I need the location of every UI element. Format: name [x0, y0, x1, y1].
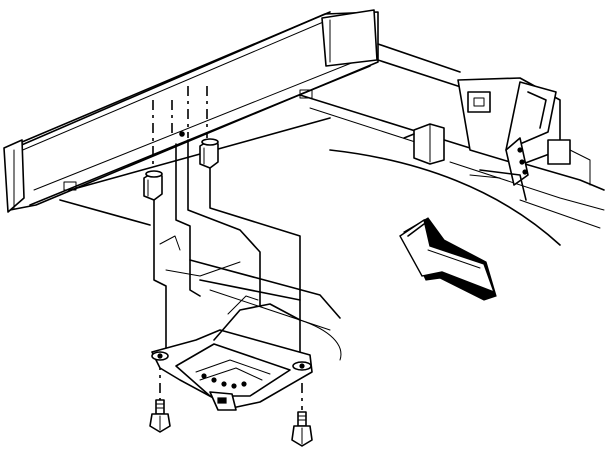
mounting-bracket: [457, 77, 591, 201]
clip-bracket: [403, 123, 445, 165]
skid-plate: [151, 295, 313, 411]
leader-lines: [153, 139, 301, 355]
retaining-nut: [143, 131, 219, 201]
bumper-bar: [3, 9, 379, 213]
bolt: [149, 399, 313, 447]
direction-arrow: [399, 217, 497, 301]
